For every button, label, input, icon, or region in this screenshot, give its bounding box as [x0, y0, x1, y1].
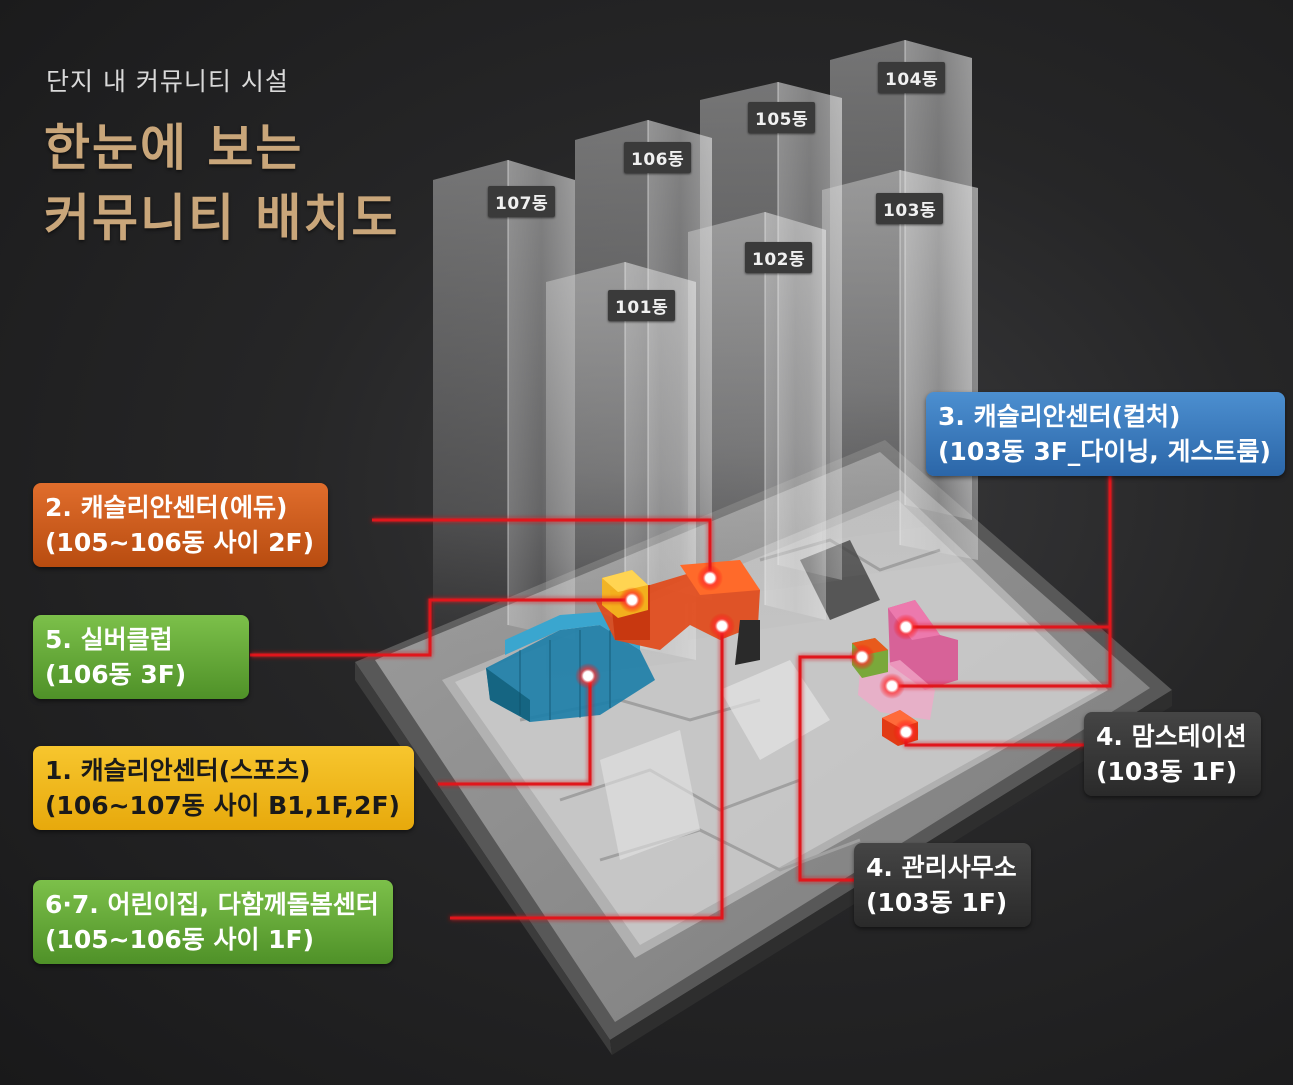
building-label-104: 104동 [878, 62, 946, 93]
callout-mom-location: (103동 1F) [1096, 757, 1238, 786]
leader-kids [450, 626, 724, 920]
callout-mom-station[interactable]: 4. 맘스테이션 (103동 1F) [1084, 712, 1261, 796]
callout-mom-title: 4. 맘스테이션 [1096, 722, 1247, 751]
sports-center-block [486, 612, 655, 722]
callout-office-title: 4. 관리사무소 [866, 853, 1017, 882]
callout-kids-title: 6·7. 어린이집, 다함께돌봄센터 [45, 890, 379, 919]
marker-edu [697, 565, 723, 591]
marker-office [849, 644, 875, 670]
building-label-105: 105동 [748, 102, 816, 133]
building-label-101: 101동 [608, 290, 676, 321]
marker-sports [575, 663, 601, 689]
callout-silver-club[interactable]: 5. 실버클럽 (106동 3F) [33, 615, 249, 699]
marker-culture [893, 614, 919, 640]
callout-culture-location: (103동 3F_다이닝, 게스트룸) [938, 437, 1271, 466]
leader-office [798, 655, 862, 882]
marker-dots [575, 565, 919, 745]
marker-culture-2 [879, 673, 905, 699]
callout-silver-title: 5. 실버클럽 [45, 625, 173, 654]
building-label-103: 103동 [876, 193, 944, 224]
callout-edu-title: 2. 캐슬리안센터(에듀) [45, 493, 288, 522]
callout-edu-location: (105~106동 사이 2F) [45, 528, 315, 557]
callout-edu-center[interactable]: 2. 캐슬리안센터(에듀) (105~106동 사이 2F) [33, 483, 329, 567]
leader-silver [250, 598, 632, 657]
building-label-102: 102동 [745, 242, 813, 273]
leader-culture-2 [892, 627, 1112, 688]
leader-lines [250, 466, 1112, 920]
callout-culture-title: 3. 캐슬리안센터(컬처) [938, 402, 1181, 431]
callout-culture-center[interactable]: 3. 캐슬리안센터(컬처) (103동 3F_다이닝, 게스트룸) [926, 392, 1285, 476]
callout-kids-center[interactable]: 6·7. 어린이집, 다함께돌봄센터 (105~106동 사이 1F) [33, 880, 393, 964]
leader-sports [438, 676, 592, 786]
page-subtitle: 단지 내 커뮤니티 시설 [46, 67, 289, 96]
marker-mom [893, 719, 919, 745]
callout-kids-location: (105~106동 사이 1F) [45, 925, 315, 954]
leader-edu [372, 518, 712, 578]
callout-sports-location: (106~107동 사이 B1,1F,2F) [45, 791, 400, 820]
callout-sports-title: 1. 캐슬리안센터(스포츠) [45, 756, 311, 785]
marker-silver [619, 587, 645, 613]
building-label-107: 107동 [488, 186, 556, 217]
ground-slab [355, 440, 1172, 1055]
callout-sports-center[interactable]: 1. 캐슬리안센터(스포츠) (106~107동 사이 B1,1F,2F) [33, 746, 414, 830]
callout-silver-location: (106동 3F) [45, 660, 187, 689]
callout-office-location: (103동 1F) [866, 888, 1008, 917]
building-label-106: 106동 [624, 142, 692, 173]
page-title-line1: 한눈에 보는 [44, 119, 304, 177]
page-title-line2: 커뮤니티 배치도 [44, 189, 400, 247]
marker-kids [709, 613, 735, 639]
callout-management-office[interactable]: 4. 관리사무소 (103동 1F) [854, 843, 1031, 927]
